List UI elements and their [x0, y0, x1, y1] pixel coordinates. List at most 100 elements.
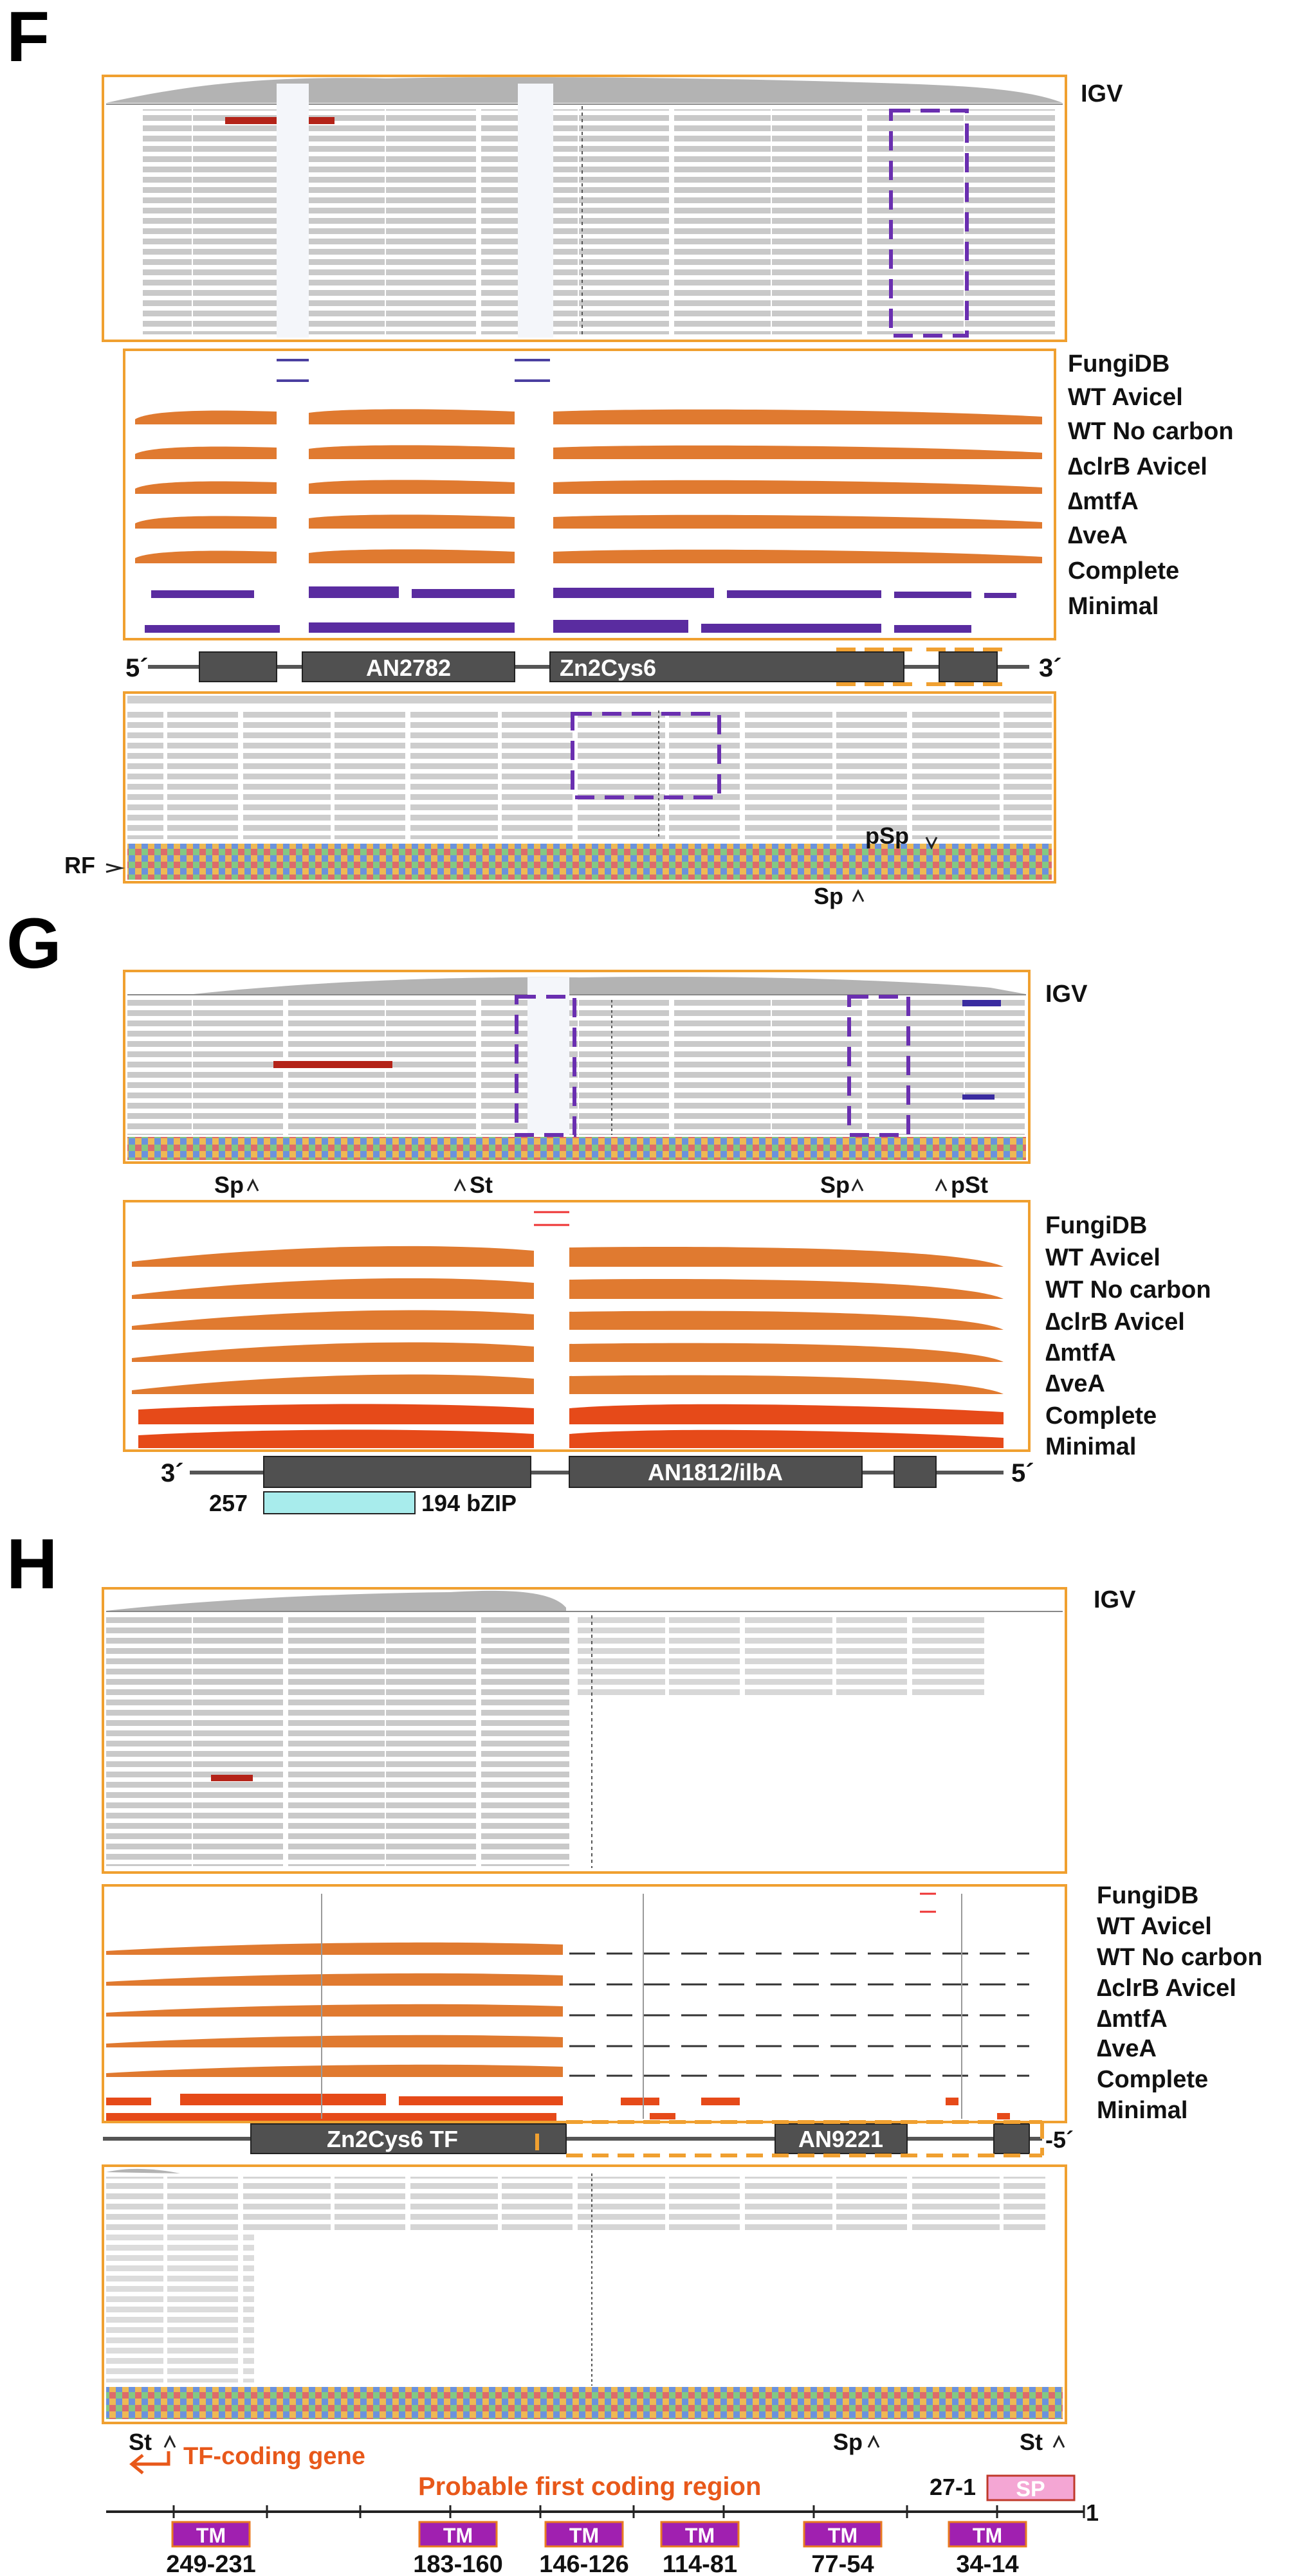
- g-igv-coverage: [193, 976, 1026, 994]
- f-label-mtfa: ∆mtfA: [1068, 488, 1139, 515]
- h-gene-label: AN9221: [798, 2126, 883, 2152]
- f-igv-track: [102, 75, 1067, 342]
- g-gene-box: [569, 1456, 863, 1488]
- h-label-fungidb: FungiDB: [1097, 1882, 1198, 1909]
- tm-label: TM: [443, 2524, 473, 2547]
- f-marker-psp: pSp: [865, 822, 909, 849]
- h-tf-label: Zn2Cys6 TF: [327, 2126, 458, 2152]
- f-fungidb-track: [123, 349, 1056, 640]
- g-label-vea: ∆veA: [1045, 1370, 1105, 1397]
- g-gene-label: AN1812/ilbA: [648, 1459, 783, 1485]
- h-tf-box: [250, 2123, 567, 2154]
- h-fungidb-track: [102, 1884, 1067, 2123]
- h-label-mtfa: ∆mtfA: [1097, 2006, 1168, 2033]
- panel-letter-h: H: [6, 1525, 57, 1604]
- panel-letter-g: G: [6, 904, 62, 983]
- tm-domain: TM 34-14: [948, 2521, 1027, 2576]
- tm-domain: TM 114-81: [660, 2521, 740, 2576]
- panel-g: G IGV Sp St Sp pSt: [6, 904, 1211, 1516]
- g-label-wt-nocarbon: WT No carbon: [1045, 1276, 1211, 1303]
- f-marker-rf: RF: [64, 852, 95, 878]
- f-label-minimal: Minimal: [1068, 593, 1159, 620]
- g-igv-track: [123, 970, 1031, 1164]
- tm-label: TM: [973, 2524, 1002, 2547]
- g-gene-model: 3´ 5´ AN1812/ilbA 257 194 bZIP: [161, 1456, 1034, 1516]
- g-marker-sp1: Sp: [214, 1172, 244, 1198]
- f-label-wt-nocarbon: WT No carbon: [1068, 418, 1234, 445]
- g-marker-sp2: Sp: [820, 1172, 850, 1198]
- h-tm-domains: TM 249-231 TM 183-160 TM 146-126 TM 114-…: [166, 2521, 1027, 2576]
- g-label-minimal: Minimal: [1045, 1433, 1136, 1460]
- g-five-prime: 5´: [1011, 1459, 1034, 1487]
- g-fungidb-track: [123, 1200, 1031, 1452]
- h-label-igv: IGV: [1094, 1586, 1136, 1613]
- g-label-wt-avicel: WT Avicel: [1045, 1244, 1160, 1271]
- tm-range: 114-81: [663, 2551, 737, 2576]
- f-label-fungidb: FungiDB: [1068, 350, 1169, 377]
- f-sequence-track: [127, 844, 1052, 880]
- g-label-complete: Complete: [1045, 1402, 1157, 1429]
- h-five-prime: -5´: [1045, 2127, 1074, 2153]
- g-label-mtfa: ∆mtfA: [1045, 1339, 1116, 1366]
- f-igv-gap-1: [277, 84, 309, 338]
- tm-range: 183-160: [413, 2551, 502, 2576]
- f-gene-box: [302, 651, 515, 682]
- h-protein-axis: 1: [106, 2499, 1099, 2526]
- g-bzip-box: [263, 1491, 416, 1514]
- h-probable-region: Probable first coding region: [418, 2472, 761, 2501]
- h-label-complete: Complete: [1097, 2066, 1208, 2093]
- h-zoom-reads: [106, 2177, 1045, 2235]
- f-zoom-reads: [127, 707, 1052, 839]
- f-domain-label: Zn2Cys6: [560, 655, 656, 681]
- h-sp-box-label: SP: [1016, 2477, 1045, 2501]
- f-igv-gap-2: [518, 84, 553, 338]
- f-label-clrb-avicel: ∆clrB Avicel: [1068, 453, 1207, 480]
- f-igv-mismatch: [225, 117, 277, 124]
- h-igv-track: [102, 1587, 1067, 1874]
- h-tf-arrow: [129, 2451, 170, 2474]
- tm-range: 146-126: [539, 2551, 628, 2576]
- h-igv-reads: [106, 1615, 569, 1866]
- h-igv-zoom-track: [102, 2164, 1067, 2424]
- tm-label: TM: [685, 2524, 715, 2547]
- tm-range: 77-54: [811, 2551, 874, 2576]
- f-gene-model: 5´ 3´ AN2782 Zn2Cys6: [125, 648, 1062, 686]
- f-igv-dashed-box: [889, 109, 969, 338]
- h-sp-box: [986, 2474, 1076, 2501]
- g-dashed-box-2: [847, 995, 910, 1137]
- g-three-prime: 3´: [161, 1459, 184, 1487]
- g-bzip-end: 194 bZIP: [421, 1490, 517, 1516]
- panel-letter-f: F: [6, 0, 50, 77]
- h-label-clrb-avicel: ∆clrB Avicel: [1097, 1975, 1236, 2002]
- f-zoom-dashed-box: [571, 712, 721, 799]
- h-gene-model: Zn2Cys6 TF AN9221 -5´: [103, 2120, 1074, 2157]
- f-igv-zoom-track: [123, 691, 1056, 884]
- f-domain-box: [549, 651, 904, 682]
- panel-f: F IGV: [6, 0, 1234, 909]
- f-label-vea: ∆veA: [1068, 522, 1128, 549]
- tm-domain: TM 146-126: [539, 2521, 629, 2576]
- h-marker-st-right: St: [1020, 2429, 1043, 2455]
- h-marker-st-left: St: [129, 2429, 152, 2455]
- g-marker-pst: pSt: [951, 1172, 988, 1198]
- tm-domain: TM 249-231: [166, 2521, 256, 2576]
- f-label-wt-avicel: WT Avicel: [1068, 384, 1183, 411]
- g-marker-st: St: [470, 1172, 493, 1198]
- g-bzip-start: 257: [209, 1490, 248, 1516]
- g-label-fungidb: FungiDB: [1045, 1212, 1147, 1239]
- g-label-clrb-avicel: ∆clrB Avicel: [1045, 1309, 1185, 1336]
- panel-h: H IGV: [6, 1525, 1263, 2576]
- f-three-prime: 3´: [1039, 654, 1062, 682]
- f-marker-sp: Sp: [814, 883, 843, 909]
- g-igv-mismatch: [273, 1061, 392, 1068]
- g-dashed-box-1: [515, 995, 576, 1137]
- h-sp-range: 27-1: [930, 2474, 976, 2500]
- h-tf-coding-gene: TF-coding gene: [183, 2443, 365, 2470]
- h-sequence-track: [106, 2387, 1063, 2419]
- tm-domain: TM 183-160: [413, 2521, 503, 2576]
- tm-range: 249-231: [166, 2551, 255, 2576]
- f-label-complete: Complete: [1068, 558, 1179, 585]
- h-label-vea: ∆veA: [1097, 2035, 1157, 2062]
- h-axis-end: 1: [1086, 2499, 1099, 2526]
